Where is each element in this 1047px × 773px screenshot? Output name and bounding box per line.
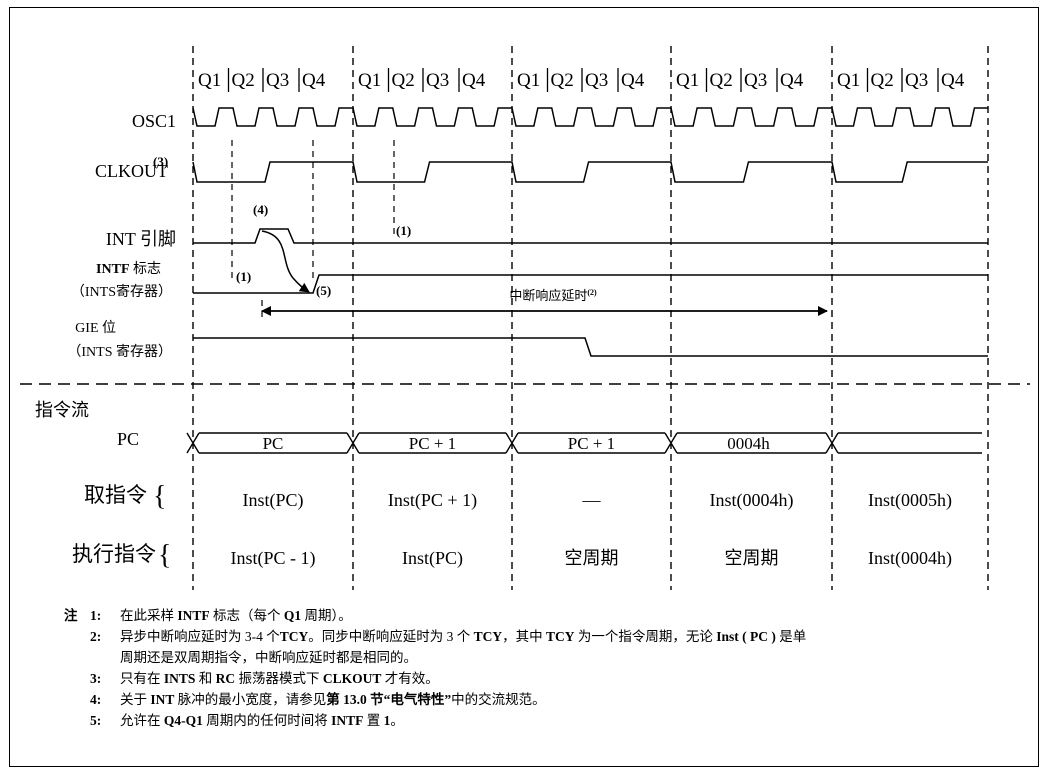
pc-value: 0004h	[727, 434, 770, 453]
marker-1-intf: (1)	[236, 269, 251, 284]
note-text: 在此采样 INTF 标志（每个 Q1 周期）。	[120, 608, 352, 623]
note-item: 3: 只有在 INTS 和 RC 振荡器模式下 CLKOUT 才有效。	[64, 668, 1024, 689]
note-tag	[64, 689, 90, 710]
quarter-label: Q2	[392, 70, 415, 91]
note-tag: 注	[64, 608, 78, 623]
quarter-label: Q3	[905, 70, 928, 91]
marker-5: (5)	[316, 283, 331, 298]
quarter-label: Q1	[358, 70, 381, 91]
quarter-label: Q3	[266, 70, 289, 91]
instruction-flow-title: 指令流	[35, 400, 89, 420]
marker-4: (4)	[253, 202, 268, 217]
note-item: 注 1: 在此采样 INTF 标志（每个 Q1 周期）。	[64, 605, 1024, 626]
note-number: 3:	[90, 671, 102, 686]
quarter-label: Q1	[198, 70, 221, 91]
quarter-label: Q4	[941, 70, 965, 91]
int-to-intf-arrow	[261, 230, 310, 293]
exec-label: 执行指令{	[72, 540, 171, 571]
quarter-label: Q2	[710, 70, 733, 91]
gie-label: GIE 位	[75, 320, 116, 336]
notes-section: 注 1: 在此采样 INTF 标志（每个 Q1 周期）。 2: 异步中断响应延时为 3-…	[64, 605, 1024, 731]
quarter-label: Q3	[585, 70, 608, 91]
note-text: 异步中断响应延时为 3-4 个TCY。同步中断响应延时为 3 个 TCY，其中 …	[120, 629, 807, 644]
quarter-label: Q2	[232, 70, 255, 91]
quarter-label: Q4	[621, 70, 645, 91]
quarter-label: Q4	[462, 70, 486, 91]
execute-row: Inst(PC - 1) Inst(PC) 空周期 空周期 Inst(0004h)	[231, 548, 953, 569]
clkout-waveform	[192, 161, 988, 183]
note-tag	[64, 626, 90, 647]
note-number: 2:	[90, 629, 102, 644]
execute-cell: Inst(PC - 1)	[231, 548, 316, 569]
pc-bus: PC PC + 1 PC + 1 0004h	[186, 432, 982, 454]
cycle-boundary-lines	[192, 46, 989, 590]
quarter-label: Q1	[676, 70, 699, 91]
pc-label: PC	[117, 429, 139, 449]
execute-cell: 空周期	[565, 548, 619, 568]
fetch-cell: Inst(0005h)	[868, 490, 952, 511]
quarter-label: Q1	[517, 70, 540, 91]
note-text: 周期还是双周期指令，中断响应延时都是相同的。	[120, 650, 417, 665]
quarter-labels: Q1 Q2 Q3 Q4 Q1 Q2 Q3 Q4 Q1 Q2 Q3 Q4 Q1 Q2 Q3 Q4 Q1 Q2 Q3 Q4	[198, 68, 965, 92]
quarter-label: Q4	[780, 70, 804, 91]
note-number: 4:	[90, 692, 102, 707]
quarter-label: Q2	[551, 70, 574, 91]
marker-1-int: (1)	[396, 223, 411, 238]
execute-cell: Inst(PC)	[402, 548, 463, 569]
diagram-frame	[9, 7, 1039, 767]
execute-cell: 空周期	[725, 548, 779, 568]
quarter-label: Q1	[837, 70, 860, 91]
pc-value: PC	[263, 434, 284, 453]
osc1-label: OSC1	[132, 111, 176, 131]
fetch-row: Inst(PC) Inst(PC + 1) — Inst(0004h) Inst(000…	[242, 490, 952, 511]
note-number	[90, 647, 120, 668]
note-tag	[64, 647, 90, 668]
gie-waveform	[193, 337, 988, 357]
fetch-label: 取指令{	[84, 481, 166, 512]
note-item: 5: 允许在 Q4-Q1 周期内的任何时间将 INTF 置 1。	[64, 710, 1024, 731]
execute-cell: Inst(0004h)	[868, 548, 952, 569]
quarter-label: Q4	[302, 70, 326, 91]
note-number: 5:	[90, 713, 102, 728]
intf-label: INTF 标志	[96, 261, 161, 277]
osc1-waveform	[192, 107, 988, 127]
clkout-label: CLKOUT	[95, 161, 168, 181]
latency-label: 中断响应延时(2)	[509, 288, 597, 303]
fetch-cell: Inst(PC + 1)	[388, 490, 477, 511]
fetch-cell: —	[582, 490, 602, 510]
note-tag	[64, 668, 90, 689]
note-number: 1:	[90, 608, 102, 623]
note-tag	[64, 710, 90, 731]
quarter-label: Q3	[426, 70, 449, 91]
int-pin-label: INT 引脚	[106, 229, 176, 249]
note-item: 2: 异步中断响应延时为 3-4 个TCY。同步中断响应延时为 3 个 TCY，其…	[64, 626, 1024, 647]
pc-bus-outline	[186, 432, 982, 454]
intf-waveform	[193, 274, 988, 294]
clkout-footnote: (3)	[153, 154, 168, 169]
fetch-cell: Inst(PC)	[242, 490, 303, 511]
quarter-label: Q2	[871, 70, 894, 91]
note-item: 周期还是双周期指令，中断响应延时都是相同的。	[64, 647, 1024, 668]
note-text: 允许在 Q4-Q1 周期内的任何时间将 INTF 置 1。	[120, 713, 404, 728]
fetch-cell: Inst(0004h)	[710, 490, 794, 511]
pc-value: PC + 1	[568, 434, 615, 453]
note-text: 关于 INT 脉冲的最小宽度，请参见第 13.0 节“电气特性”中的交流规范。	[120, 692, 546, 707]
quarter-label: Q3	[744, 70, 767, 91]
pc-value: PC + 1	[409, 434, 456, 453]
note-item: 4: 关于 INT 脉冲的最小宽度，请参见第 13.0 节“电气特性”中的交流规范…	[64, 689, 1024, 710]
int-pin-waveform	[193, 228, 988, 244]
gie-register-label: （INTS 寄存器）	[67, 343, 172, 360]
note-text: 只有在 INTS 和 RC 振荡器模式下 CLKOUT 才有效。	[120, 671, 439, 686]
intf-register-label: （INTS寄存器）	[71, 283, 172, 300]
